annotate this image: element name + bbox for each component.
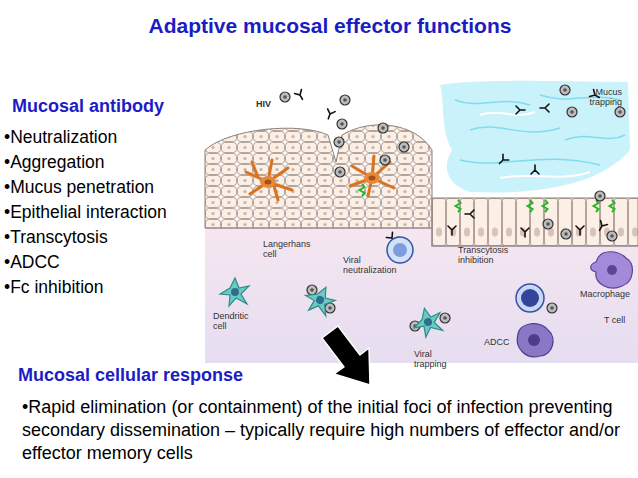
part-label: Macrophage (580, 290, 638, 300)
virus-particle (615, 107, 625, 117)
cell-nucleus (369, 176, 376, 181)
antibody (576, 226, 584, 235)
cell-body (387, 237, 413, 263)
part-label: HIV (256, 100, 286, 110)
antibody (325, 109, 336, 120)
virus-particle (440, 313, 450, 323)
virus-particle (325, 303, 335, 313)
bullet-item: •Epithelial interaction (4, 203, 209, 222)
macrophage (591, 252, 633, 288)
virus-particle (595, 191, 605, 201)
part-label: Langerhans cell (263, 240, 318, 260)
virus-particle (380, 155, 390, 165)
cell-body (591, 252, 633, 288)
antibody (465, 210, 474, 218)
part-label: Mucus trapping (580, 88, 622, 108)
section-heading: Mucosal cellular response (18, 366, 318, 386)
cell-body (517, 324, 553, 357)
block-arrow (322, 326, 370, 385)
cell-body (364, 172, 380, 184)
virus-particle (335, 167, 345, 177)
virus-particle (560, 85, 570, 95)
cell-nucleus (528, 334, 540, 346)
antibody (497, 154, 509, 166)
dendrite (350, 156, 394, 196)
part-label: Viral neutralization (343, 256, 408, 276)
cell-nucleus (521, 289, 539, 307)
nk-cell (517, 324, 553, 357)
receptor (543, 200, 548, 212)
langerhans-cell (246, 160, 292, 200)
virus-particle (334, 137, 344, 147)
receptor (456, 200, 461, 212)
antibody (521, 228, 529, 237)
antibody (448, 226, 456, 235)
virus-particle (280, 92, 290, 102)
bullet-paragraph: •Rapid elimination (or containment) of t… (22, 396, 626, 465)
stratified-epithelium (205, 125, 432, 228)
virus-particle (307, 285, 317, 295)
part-label: Viral trapping (414, 350, 459, 370)
receptor (610, 200, 615, 212)
bullet-item: •ADCC (4, 253, 209, 272)
bullet-item: •Aggregation (4, 153, 209, 172)
dendritic-cell (220, 278, 249, 306)
mucus-strand (480, 112, 590, 178)
antibody (295, 90, 306, 102)
cell-body (516, 284, 544, 312)
part-label: Dendritic cell (213, 312, 258, 332)
t-cell (516, 284, 544, 312)
receptor (360, 184, 365, 196)
langerhans-cell (350, 156, 394, 196)
cell-nucleus (265, 180, 272, 185)
virus-particle (399, 142, 409, 152)
slide-title: Adaptive mucosal effector functions (0, 14, 638, 37)
bullet-item: •Mucus penetration (4, 178, 209, 197)
cell-body (260, 176, 276, 188)
virus-particle (340, 95, 350, 105)
section-heading: Mucosal antibody (12, 97, 212, 117)
mucus (440, 81, 630, 193)
part-label: Transcytosis inhibition (458, 246, 520, 266)
dendritic-cell (410, 305, 445, 340)
receptor (528, 200, 533, 212)
virus-particle (378, 123, 388, 133)
bullet-item: •Transcytosis (4, 228, 209, 247)
bullet-item: •Neutralization (4, 128, 209, 147)
antibody (540, 104, 549, 112)
cell-nucleus (607, 265, 617, 275)
virus-particle (567, 107, 577, 117)
virus-particle (543, 219, 553, 229)
dendrite (246, 160, 292, 200)
virus-particle (337, 119, 347, 129)
antibody (531, 165, 539, 174)
columnar-epithelium (432, 198, 638, 246)
receptor (594, 200, 599, 212)
lymphocyte (387, 237, 413, 263)
antibody (516, 106, 525, 114)
virus-particle (561, 229, 571, 239)
part-label: ADCC (484, 338, 516, 348)
part-label: T cell (604, 316, 636, 326)
virus-particle (547, 303, 557, 313)
bullet-item: •Fc inhibition (4, 278, 209, 297)
antibody (596, 221, 607, 233)
dendritic-cell (300, 281, 338, 319)
cell-nucleus (393, 243, 407, 257)
virus-particle (607, 231, 617, 241)
panel (205, 75, 638, 363)
